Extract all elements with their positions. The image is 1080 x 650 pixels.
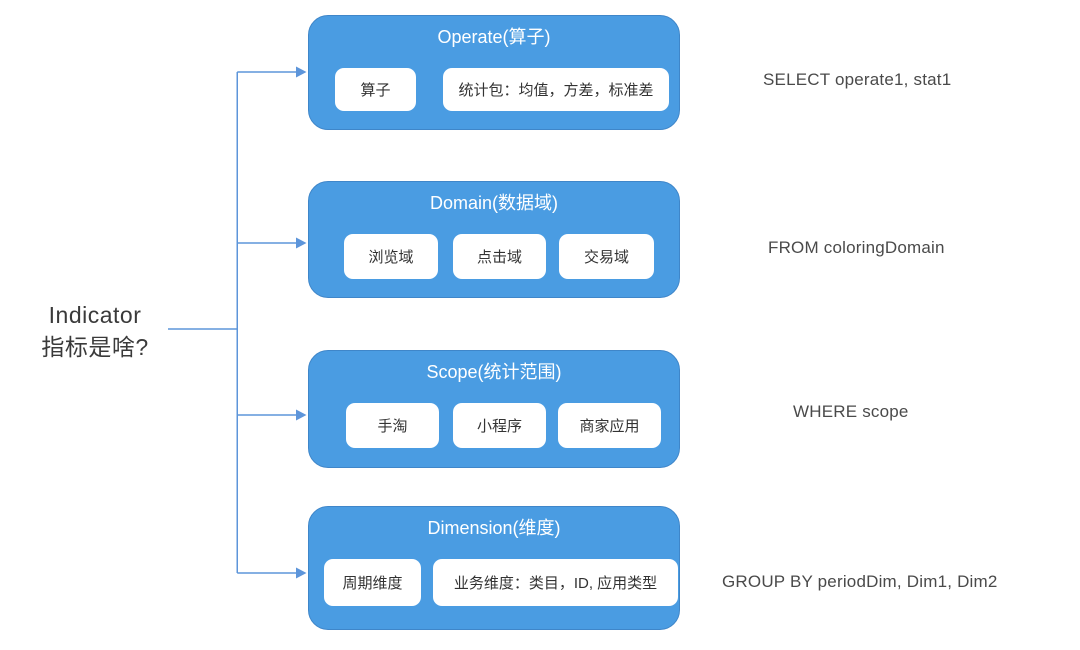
item-chip: 算子 (335, 68, 416, 111)
root-label-en: Indicator (48, 302, 142, 328)
root-label-zh: 指标是啥? (41, 334, 149, 360)
group-box-domain: Domain(数据域) 浏览域 点击域 交易域 (308, 181, 680, 298)
arrowhead-scope (296, 409, 307, 421)
item-chip: 业务维度：类目，ID, 应用类型 (433, 559, 678, 606)
item-chip: 统计包：均值，方差，标准差 (443, 68, 669, 111)
annotation-select: SELECT operate1, stat1 (763, 70, 952, 89)
arrowhead-domain (296, 237, 307, 249)
group-box-dimension: Dimension(维度) 周期维度 业务维度：类目，ID, 应用类型 (308, 506, 680, 630)
item-chip: 手淘 (346, 403, 439, 448)
annotation-where: WHERE scope (793, 402, 909, 421)
group-box-operate: Operate(算子) 算子 统计包：均值，方差，标准差 (308, 15, 680, 130)
item-chip: 周期维度 (324, 559, 421, 606)
item-chip: 商家应用 (558, 403, 661, 448)
annotation-from: FROM coloringDomain (768, 238, 945, 257)
item-chip: 小程序 (453, 403, 546, 448)
arrowhead-operate (296, 66, 307, 78)
item-chip: 交易域 (559, 234, 654, 279)
group-title-domain: Domain(数据域) (429, 193, 558, 213)
group-title-operate: Operate(算子) (437, 27, 551, 47)
root-label: Indicator 指标是啥? (14, 299, 176, 363)
group-box-scope: Scope(统计范围) 手淘 小程序 商家应用 (308, 350, 680, 468)
group-title-dimension: Dimension(维度) (427, 518, 561, 538)
annotation-groupby: GROUP BY periodDim, Dim1, Dim2 (722, 572, 998, 591)
arrowhead-dimension (296, 567, 307, 579)
item-chip: 点击域 (453, 234, 546, 279)
group-title-scope: Scope(统计范围) (426, 362, 562, 382)
item-chip: 浏览域 (344, 234, 438, 279)
